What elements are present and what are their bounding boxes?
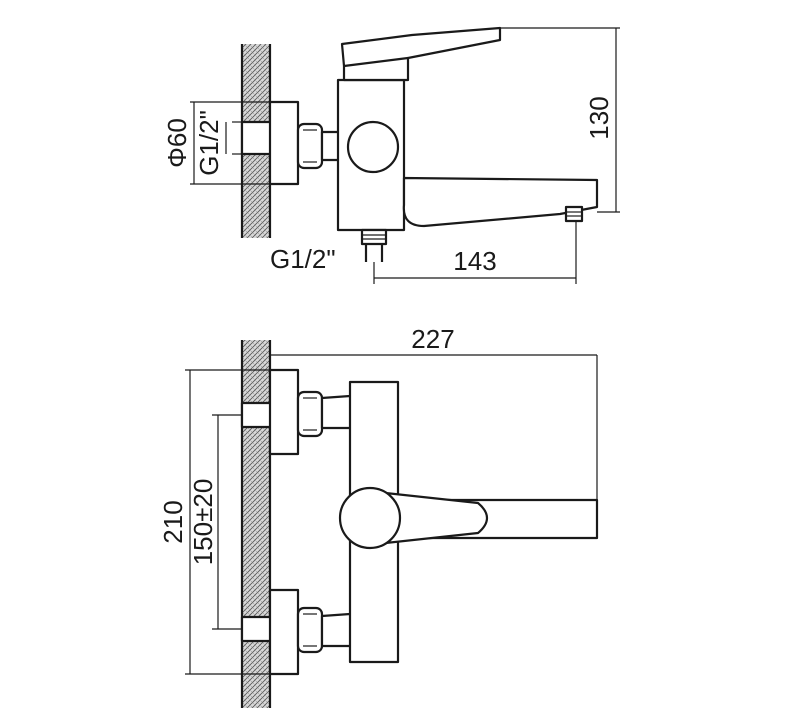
lever-handle (340, 26, 502, 82)
dim-143: 143 (453, 246, 496, 276)
wall-hatch-bottom (242, 340, 270, 708)
side-view: 130 143 Φ60 G1/2" G1/2" (162, 26, 620, 284)
top-view: 227 210 150±20 (158, 324, 599, 708)
dim-210: 210 (158, 500, 188, 543)
lever-top (374, 490, 489, 546)
wall-flange-upper (268, 368, 300, 456)
cartridge-knob-top (338, 486, 402, 550)
dim-227: 227 (411, 324, 454, 354)
dim-150: 150±20 (188, 479, 218, 566)
shower-outlet-thread (360, 228, 388, 246)
wall-flange (268, 100, 300, 186)
inlet-pipe-lower (240, 615, 274, 643)
wall-flange-lower (268, 588, 300, 676)
inlet-pipe-upper (240, 401, 274, 429)
dim-130: 130 (584, 96, 614, 139)
cartridge-knob (346, 120, 400, 174)
dim-outlet-thread: G1/2" (270, 244, 336, 274)
dim-phi60: Φ60 (162, 118, 192, 168)
dim-inlet-thread: G1/2" (194, 110, 224, 176)
aerator (564, 205, 584, 223)
inlet-pipe (240, 120, 274, 156)
